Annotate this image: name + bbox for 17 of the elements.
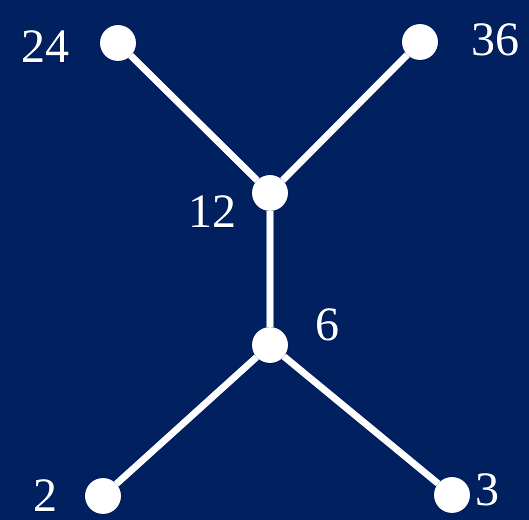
node-dot bbox=[402, 24, 438, 60]
node-dot bbox=[434, 477, 470, 513]
node-label: 36 bbox=[471, 16, 519, 64]
connector-line bbox=[280, 52, 410, 183]
node-label: 3 bbox=[475, 466, 499, 514]
node-dot bbox=[85, 478, 121, 514]
node-dot bbox=[100, 25, 136, 61]
node-label: 12 bbox=[188, 188, 236, 236]
node-label: 2 bbox=[33, 472, 57, 520]
node-dot bbox=[252, 175, 288, 211]
node-dot bbox=[252, 327, 288, 363]
connector-line bbox=[266, 211, 274, 327]
node-label: 24 bbox=[21, 23, 69, 71]
node-label: 6 bbox=[315, 301, 339, 349]
connector-line bbox=[114, 354, 259, 487]
connector-line bbox=[282, 354, 440, 486]
connector-line bbox=[128, 53, 260, 183]
